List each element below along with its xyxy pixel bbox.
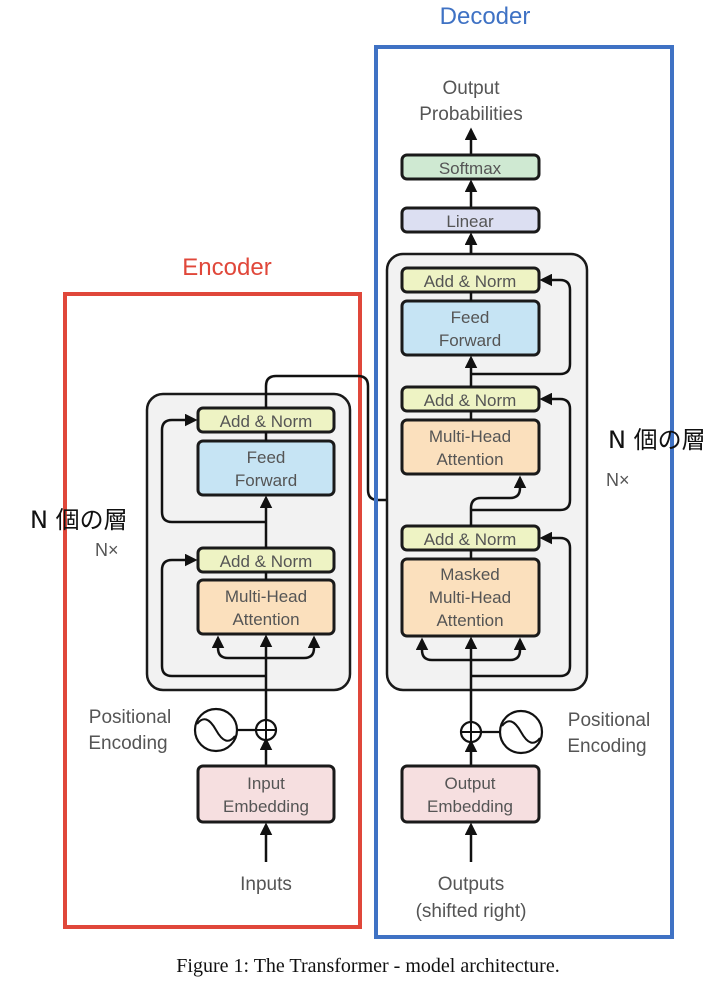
output-probabilities-line2: Probabilities: [419, 104, 523, 125]
decoder-add-norm-3-label: Add & Norm: [424, 530, 517, 549]
softmax-block: [400, 153, 541, 181]
decoder-outputs-label-line2: (shifted right): [416, 901, 527, 922]
figure-caption: Figure 1: The Transformer - model archit…: [176, 955, 559, 977]
encoder-embedding-line1: Input: [247, 774, 285, 793]
encoder-embedding-line2: Embedding: [223, 797, 309, 816]
decoder-layers-label-jp: N 個の層: [608, 426, 706, 454]
encoder-attention-line1: Multi-Head: [225, 587, 307, 606]
decoder-feed-forward-line2: Forward: [439, 331, 501, 350]
decoder-masked-attention-line2: Multi-Head: [429, 588, 511, 607]
decoder-title: Decoder: [440, 3, 531, 30]
output-probabilities-line1: Output: [442, 78, 500, 99]
encoder-title: Encoder: [182, 254, 271, 281]
decoder-pos-enc-line2: Encoding: [567, 736, 646, 757]
encoder-inputs-label: Inputs: [240, 874, 292, 895]
decoder-feed-forward-line1: Feed: [451, 308, 490, 327]
encoder-frame: [63, 292, 362, 929]
encoder-repeat-label: N×: [95, 540, 119, 560]
decoder-repeat-label: N×: [606, 470, 630, 490]
linear-label: Linear: [446, 212, 494, 231]
encoder-add-norm-top-label: Add & Norm: [220, 412, 313, 431]
softmax-label: Softmax: [439, 159, 502, 178]
decoder-add-norm-1-label: Add & Norm: [424, 272, 517, 291]
encoder-pos-enc-line1: Positional: [89, 707, 171, 728]
encoder-feed-forward-line2: Forward: [235, 471, 297, 490]
decoder-wires: [415, 273, 572, 765]
decoder-masked-attention-line1: Masked: [440, 565, 500, 584]
decoder-attention-line1: Multi-Head: [429, 427, 511, 446]
linear-block: [400, 206, 541, 234]
decoder-add-norm-2-label: Add & Norm: [424, 391, 517, 410]
encoder-attention-line2: Attention: [232, 610, 299, 629]
decoder-embedding-line1: Output: [444, 774, 495, 793]
encoder-layers-label-jp: N 個の層: [30, 506, 128, 534]
decoder-output-embedding: [400, 764, 541, 824]
encoder-layer-stack: [145, 392, 352, 692]
encoder-pos-enc-line2: Encoding: [88, 733, 167, 754]
decoder-pos-enc-line1: Positional: [568, 710, 650, 731]
decoder-attention-line2: Attention: [436, 450, 503, 469]
decoder-masked-attention-line3: Attention: [436, 611, 503, 630]
decoder-frame: [374, 45, 674, 939]
decoder-embedding-line2: Embedding: [427, 797, 513, 816]
decoder-outputs-label-line1: Outputs: [438, 874, 505, 895]
encoder-input-embedding: [196, 764, 336, 824]
encoder-add-norm-bottom-label: Add & Norm: [220, 552, 313, 571]
encoder-feed-forward-line1: Feed: [247, 448, 286, 467]
